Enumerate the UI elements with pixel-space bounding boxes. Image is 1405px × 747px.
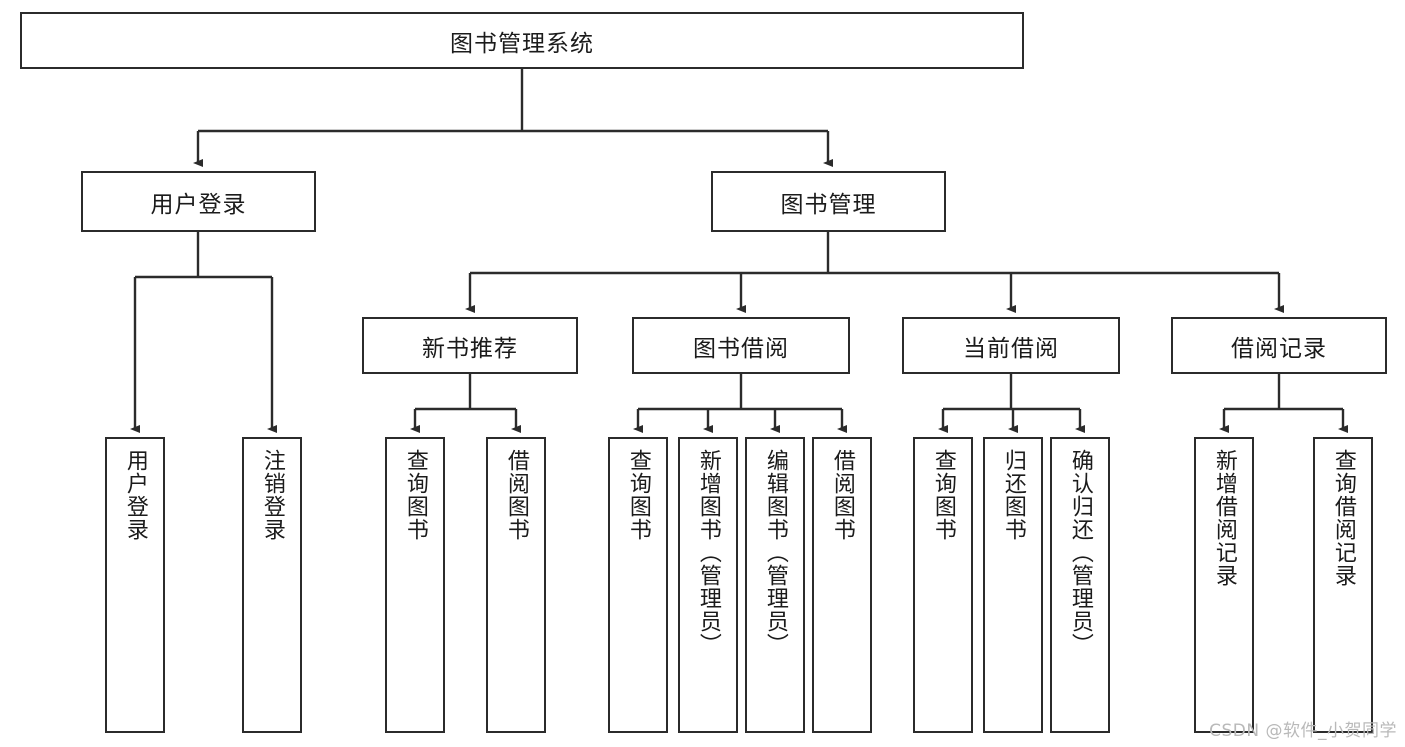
node-leaf-bb-query[interactable]: 查询图书 (608, 437, 668, 733)
node-leaf-user-login[interactable]: 用户登录 (105, 437, 165, 733)
node-leaf-bb-borrow-label: 借阅图书 (829, 449, 855, 541)
node-borrow-record-label: 借阅记录 (1231, 335, 1327, 362)
node-leaf-bb-add-label: 新增图书（管理员） (695, 449, 721, 656)
node-leaf-bb-add[interactable]: 新增图书（管理员） (678, 437, 738, 733)
node-leaf-bb-edit[interactable]: 编辑图书（管理员） (745, 437, 805, 733)
node-leaf-rec-query[interactable]: 查询图书 (385, 437, 445, 733)
node-leaf-bb-edit-label: 编辑图书（管理员） (762, 449, 788, 656)
csdn-watermark: CSDN @软件_小贺同学 (1209, 721, 1397, 741)
node-leaf-cb-query[interactable]: 查询图书 (913, 437, 973, 733)
node-book-manage-label: 图书管理 (780, 191, 877, 218)
node-leaf-cb-return-label: 归还图书 (1000, 449, 1026, 541)
node-leaf-br-add-label: 新增借阅记录 (1211, 449, 1237, 587)
node-borrow-record[interactable]: 借阅记录 (1171, 317, 1387, 374)
node-current-borrow[interactable]: 当前借阅 (902, 317, 1120, 374)
node-leaf-rec-borrow[interactable]: 借阅图书 (486, 437, 546, 733)
node-book-manage[interactable]: 图书管理 (711, 171, 946, 232)
node-leaf-cb-confirm-label: 确认归还（管理员） (1067, 449, 1093, 656)
node-leaf-user-logout[interactable]: 注销登录 (242, 437, 302, 733)
node-leaf-br-query[interactable]: 查询借阅记录 (1313, 437, 1373, 733)
node-user-login[interactable]: 用户登录 (81, 171, 316, 232)
node-leaf-cb-confirm[interactable]: 确认归还（管理员） (1050, 437, 1110, 733)
node-root[interactable]: 图书管理系统 (20, 12, 1024, 69)
node-leaf-cb-return[interactable]: 归还图书 (983, 437, 1043, 733)
node-leaf-br-add[interactable]: 新增借阅记录 (1194, 437, 1254, 733)
node-book-borrow[interactable]: 图书借阅 (632, 317, 850, 374)
node-leaf-user-login-label: 用户登录 (122, 449, 148, 541)
node-leaf-bb-query-label: 查询图书 (625, 449, 651, 541)
node-leaf-rec-borrow-label: 借阅图书 (503, 449, 529, 541)
node-leaf-bb-borrow[interactable]: 借阅图书 (812, 437, 872, 733)
node-new-book-rec-label: 新书推荐 (422, 335, 518, 362)
node-leaf-rec-query-label: 查询图书 (402, 449, 428, 541)
node-leaf-user-logout-label: 注销登录 (259, 449, 285, 541)
node-book-borrow-label: 图书借阅 (693, 335, 789, 362)
node-user-login-label: 用户登录 (150, 191, 247, 218)
node-current-borrow-label: 当前借阅 (963, 335, 1059, 362)
node-root-label: 图书管理系统 (450, 30, 594, 57)
node-new-book-rec[interactable]: 新书推荐 (362, 317, 578, 374)
node-leaf-cb-query-label: 查询图书 (930, 449, 956, 541)
node-leaf-br-query-label: 查询借阅记录 (1330, 449, 1356, 587)
